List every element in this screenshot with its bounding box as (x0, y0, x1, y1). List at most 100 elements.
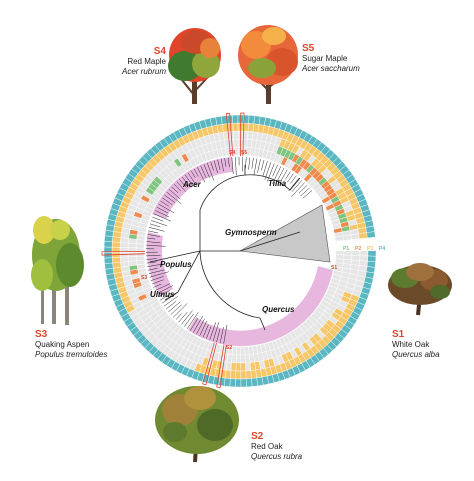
common-name-s5: Sugar Maple (302, 54, 348, 63)
ring-cell (358, 232, 368, 239)
clade-label-quercus: Quercus (262, 305, 295, 314)
tree-tip (300, 187, 310, 197)
tree-tip (231, 157, 234, 175)
ring-cell (229, 378, 236, 388)
ring-cell (244, 354, 251, 364)
ring-cell (250, 369, 257, 379)
clade-shade-quercus (188, 266, 333, 347)
ring-cell (240, 362, 246, 372)
tree-tip (162, 197, 173, 205)
tree-tip (212, 322, 219, 342)
tree-tip (290, 182, 305, 198)
tree-tip (179, 179, 187, 188)
ring-cell (111, 241, 121, 248)
ring-marker-s2: S2 (226, 345, 232, 351)
ring-cell (127, 256, 137, 262)
tree-illustration-red-maple (168, 28, 221, 104)
tree-tip (154, 283, 171, 291)
tree-tip (146, 237, 156, 240)
tree-tip (217, 159, 221, 171)
ring-cell (232, 114, 239, 124)
species-name-s3: Populus tremuloides (35, 350, 107, 359)
tree-tip (170, 304, 182, 315)
common-name-s3: Quaking Aspen (35, 340, 89, 349)
tree-tip (287, 173, 294, 183)
ring-marker-s1: S1 (331, 265, 337, 271)
tree-illustration-sugar-maple (238, 25, 298, 104)
tree-tip (213, 160, 218, 174)
tree-tip (223, 324, 228, 344)
ring-cell (350, 233, 360, 240)
tree-tip (159, 292, 173, 301)
clade-label-gymnosperm: Gymnosperm (225, 228, 277, 237)
ring-cell (240, 354, 246, 364)
tree-tip (152, 216, 164, 222)
tree-tip (235, 157, 237, 176)
label-s3: S3 Quaking Aspen Populus tremuloides (35, 329, 107, 359)
ring-cell (251, 377, 258, 387)
ring-cell (119, 256, 129, 263)
ring-cell (366, 231, 376, 239)
ring-cell (135, 255, 145, 261)
tree-tip (156, 206, 169, 214)
tree-tip (146, 254, 161, 257)
ring-cell (244, 346, 250, 356)
tree-tip (262, 161, 268, 177)
ring-cell (235, 362, 242, 372)
ring-legend: P1 P2 P3 P4 (343, 246, 385, 252)
species-name-s5: Acer saccharum (301, 64, 360, 73)
tree-tip (157, 290, 170, 298)
tree-tip (147, 234, 160, 237)
ring-cell (233, 138, 239, 148)
ring-cell (359, 255, 369, 262)
specimen-id-s4: S4 (154, 46, 167, 57)
tree-tip (166, 191, 182, 205)
tree-tip (193, 315, 203, 333)
ring-cell (334, 235, 344, 242)
ring-cell (245, 378, 253, 388)
branch-quercus (199, 250, 266, 331)
phylogenetic-tree: Acer Tillia Gymnosperm Populus Ulmus Que… (145, 156, 335, 347)
tree-tip (168, 189, 181, 200)
tree-tip (146, 244, 166, 247)
tree-tip (184, 313, 194, 327)
tree-tip (149, 271, 169, 278)
ring-cell (104, 262, 114, 270)
tree-tip (219, 327, 224, 343)
ring-cell (240, 378, 247, 388)
tree-tip (253, 158, 258, 176)
tree-tip (275, 167, 285, 184)
tree-tip (161, 293, 177, 304)
label-s2: S2 Red Oak Quercus rubra (251, 431, 303, 461)
tree-tip (178, 311, 188, 323)
tree-tip (288, 177, 300, 192)
tree-tip (148, 269, 165, 274)
tree-illustration-red-oak (155, 386, 239, 463)
ring-cell (351, 255, 361, 261)
tree-tip (148, 227, 165, 232)
specimen-id-s5: S5 (302, 43, 315, 54)
tree-tip (193, 168, 199, 177)
trait-rings (103, 114, 377, 388)
label-s5: S5 Sugar Maple Acer saccharum (301, 43, 360, 73)
tree-tip (210, 161, 214, 171)
ring-label-p4: P4 (379, 246, 385, 252)
ring-cell (245, 362, 251, 372)
tree-tip (290, 175, 297, 184)
tree-tip (156, 285, 174, 295)
tree-tip (147, 263, 164, 267)
ring-cell (120, 261, 130, 268)
ring-marker-s3: S3 (141, 275, 147, 281)
branch-tillia (244, 174, 301, 191)
tree-tip (248, 157, 251, 170)
tree-tip (146, 258, 157, 260)
ring-cell (240, 370, 247, 380)
label-s1: S1 White Oak Quercus alba (392, 329, 440, 359)
tree-tip (190, 170, 196, 179)
tree-tip (187, 172, 195, 183)
tree-tip (202, 324, 209, 338)
tree-tip (251, 157, 254, 169)
clade-label-ulmus: Ulmus (150, 290, 175, 299)
clade-shade-acer (152, 157, 233, 219)
